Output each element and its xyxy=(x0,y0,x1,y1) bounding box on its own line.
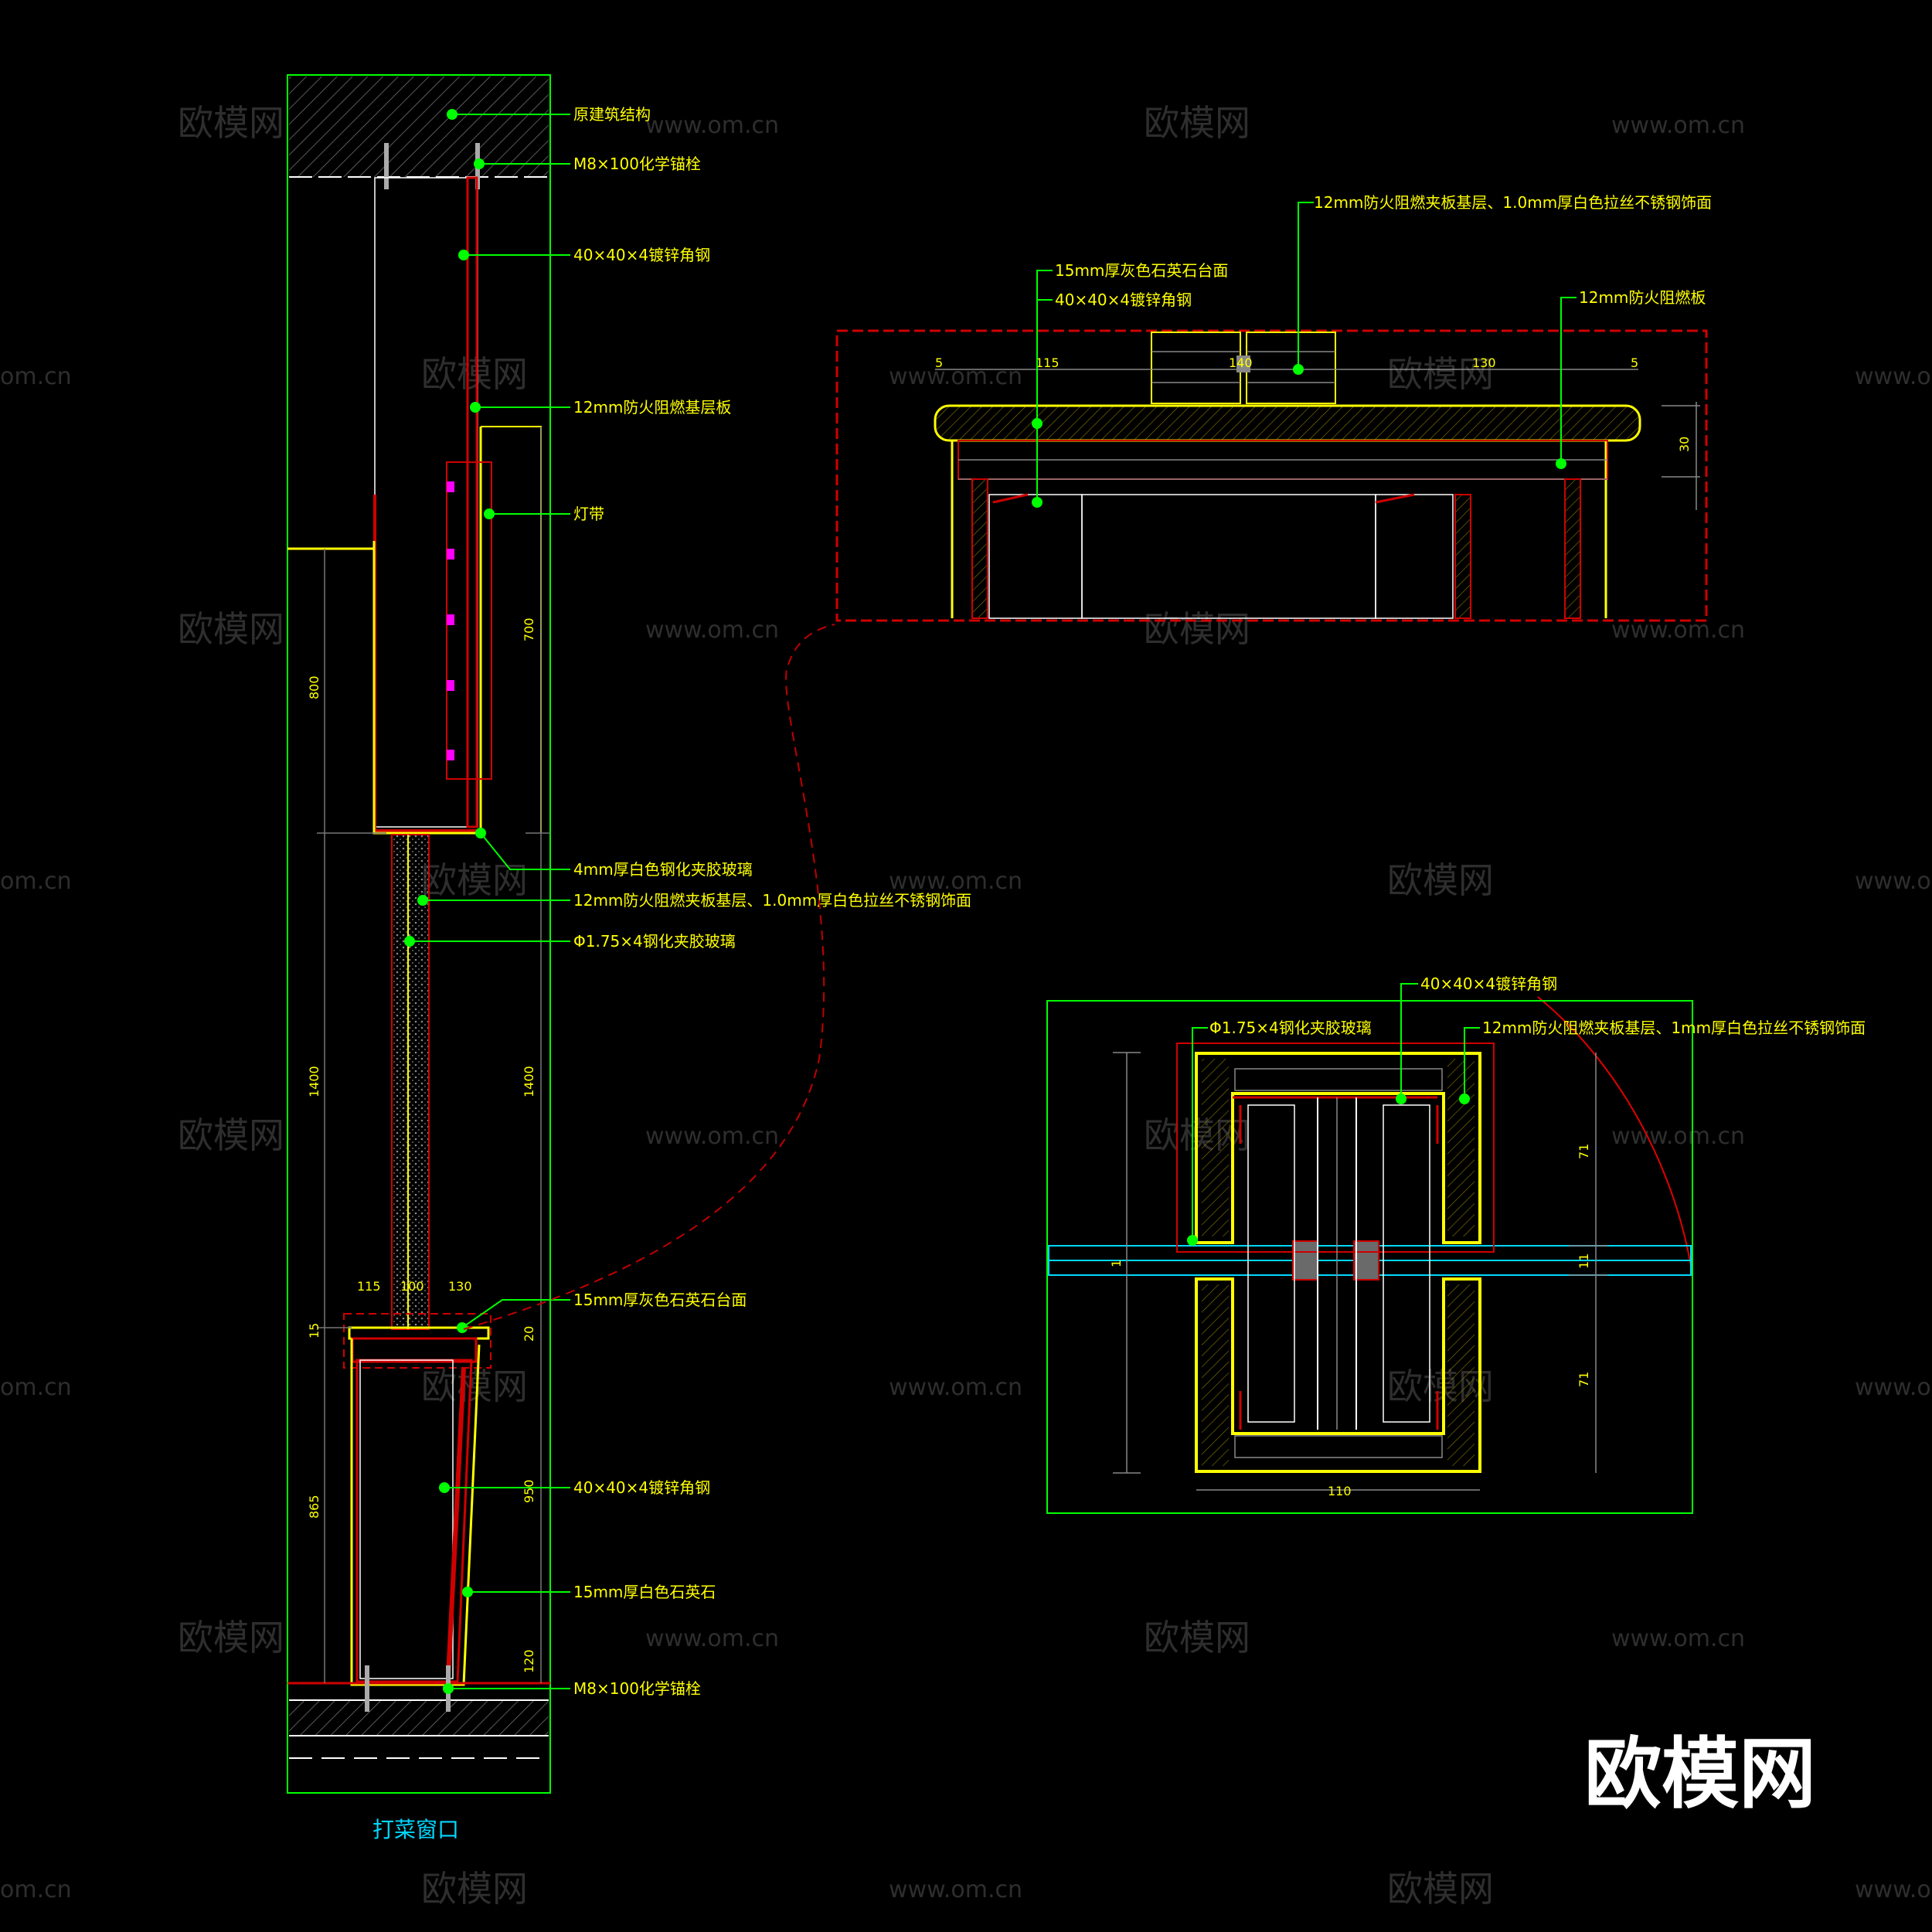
col-dim-upper: 71 xyxy=(1577,1144,1591,1159)
watermark-site: www.om.cn xyxy=(889,363,1022,390)
led xyxy=(447,549,454,560)
watermark-site: www.om.cn xyxy=(1855,363,1932,390)
label-anchor-bottom: M8×100化学锚栓 xyxy=(573,1679,701,1698)
watermark-brand: 欧模网 xyxy=(1387,859,1494,901)
watermark-site: www.om.cn xyxy=(1611,112,1745,139)
col-dim-glass: 11 xyxy=(1577,1253,1591,1269)
watermark-brand: 欧模网 xyxy=(421,1868,528,1910)
label-white-quartz: 15mm厚白色石英石 xyxy=(573,1583,716,1601)
dim-lower-left: 865 xyxy=(307,1495,321,1519)
dim-counter-h-left: 15 xyxy=(307,1323,321,1338)
col-dim-width: 110 xyxy=(1328,1484,1352,1498)
label-angle-steel-bottom: 40×40×4镀锌角钢 xyxy=(573,1478,710,1497)
col-dim-lower: 71 xyxy=(1577,1372,1591,1387)
watermark-site: www.om.cn xyxy=(1855,1374,1932,1401)
column-detail-frame xyxy=(1046,1000,1693,1514)
watermark-brand: 欧模网 xyxy=(421,353,528,395)
watermark-site: www.om.cn xyxy=(645,1625,779,1652)
floor-structure xyxy=(289,1700,549,1736)
watermark-brand: 欧模网 xyxy=(1144,608,1250,650)
col-label-angle-steel: 40×40×4镀锌角钢 xyxy=(1420,975,1557,993)
watermark-domain: om.cn xyxy=(0,1374,72,1401)
top-label-angle-steel: 40×40×4镀锌角钢 xyxy=(1055,291,1192,309)
dim-mid-right: 1400 xyxy=(522,1066,536,1097)
watermark-brand: 欧模网 xyxy=(1144,102,1250,144)
watermark-site: www.om.cn xyxy=(1611,617,1745,644)
watermark-site: www.om.cn xyxy=(889,1876,1022,1903)
dim-upper-left: 800 xyxy=(307,675,321,699)
label-laminated-glass: Φ1.75×4钢化夹胶玻璃 xyxy=(573,932,736,951)
watermark-brand: 欧模网 xyxy=(178,1114,284,1156)
watermark-brand: 欧模网 xyxy=(1387,353,1494,395)
top-dim-d: 130 xyxy=(1472,355,1496,370)
top-dim-a: 5 xyxy=(935,355,943,370)
dim-counter-h-right: 20 xyxy=(522,1326,536,1342)
watermark-brand: 欧模网 xyxy=(421,1366,528,1407)
top-dim-f: 30 xyxy=(1677,437,1692,452)
led xyxy=(447,680,454,691)
watermark-domain: om.cn xyxy=(0,363,72,390)
watermark-brand: 欧模网 xyxy=(1387,1868,1494,1910)
watermark-logo: 欧模网 xyxy=(1584,1729,1816,1819)
column-detail: 110 71 11 71 1 40×40×4镀锌角钢 Φ1.75×4钢化夹胶玻璃… xyxy=(1046,975,1866,1514)
col-label-glass: Φ1.75×4钢化夹胶玻璃 xyxy=(1209,1019,1372,1037)
watermark-brand: 欧模网 xyxy=(1144,1617,1250,1658)
label-steel-finish: 12mm防火阻燃夹板基层、1.0mm厚白色拉丝不锈钢饰面 xyxy=(573,891,971,910)
top-label-quartz: 15mm厚灰色石英石台面 xyxy=(1055,261,1228,280)
dim-mid-left: 1400 xyxy=(307,1066,321,1097)
label-angle-steel-top: 40×40×4镀锌角钢 xyxy=(573,246,710,264)
top-dim-e: 5 xyxy=(1631,355,1638,370)
detail-callout-arc xyxy=(1537,996,1693,1276)
watermark-site: www.om.cn xyxy=(1611,1123,1745,1150)
label-fireproof-board: 12mm防火阻燃基层板 xyxy=(573,398,731,417)
label-quartz-top: 15mm厚灰色石英石台面 xyxy=(573,1291,747,1309)
label-structure: 原建筑结构 xyxy=(573,105,651,124)
dim-counter-w1: 115 xyxy=(357,1279,381,1294)
top-label-steel-finish: 12mm防火阻燃夹板基层、1.0mm厚白色拉丝不锈钢饰面 xyxy=(1314,193,1712,212)
col-dim-total: 1 xyxy=(1109,1260,1124,1267)
watermark-layer: 欧模网 www.om.cn 欧模网 www.om.cn om.cn 欧模网 ww… xyxy=(0,102,1932,1910)
watermark-site: www.om.cn xyxy=(1611,1625,1745,1652)
counter-detail-frame xyxy=(835,329,1708,622)
label-tempered-glass: 4mm厚白色钢化夹胶玻璃 xyxy=(573,860,753,879)
dim-upper-right: 700 xyxy=(522,617,536,641)
watermark-domain: om.cn xyxy=(0,1876,72,1903)
glass-column xyxy=(391,834,430,1330)
watermark-site: www.om.cn xyxy=(889,868,1022,895)
watermark-domain: om.cn xyxy=(0,868,72,895)
section-view: 800 700 1400 1400 865 950 120 115 100 13… xyxy=(287,74,971,1842)
top-label-fireproof: 12mm防火阻燃板 xyxy=(1579,288,1706,307)
section-title: 打菜窗口 xyxy=(372,1817,459,1842)
label-light-strip: 灯带 xyxy=(573,505,604,523)
watermark-brand: 欧模网 xyxy=(1387,1366,1494,1407)
section-frame xyxy=(287,74,551,1794)
watermark-brand: 欧模网 xyxy=(421,859,528,901)
watermark-brand: 欧模网 xyxy=(178,608,284,650)
dim-bottom-right: 120 xyxy=(522,1649,536,1673)
top-dim-c: 140 xyxy=(1229,355,1253,370)
dim-counter-w2: 100 xyxy=(400,1279,424,1294)
watermark-brand: 欧模网 xyxy=(178,1617,284,1658)
watermark-site: www.om.cn xyxy=(645,1123,779,1150)
top-dim-b: 115 xyxy=(1036,355,1060,370)
counter-detail: 5 115 140 130 5 30 xyxy=(835,193,1712,622)
ceiling-structure xyxy=(289,77,549,177)
watermark-site: www.om.cn xyxy=(645,112,779,139)
watermark-site: www.om.cn xyxy=(889,1374,1022,1401)
led xyxy=(447,481,454,492)
led xyxy=(447,614,454,625)
led xyxy=(447,750,454,760)
watermark-site: www.om.cn xyxy=(645,617,779,644)
detail-callout-curve xyxy=(463,624,835,1330)
watermark-brand: 欧模网 xyxy=(178,102,284,144)
watermark-site: www.om.cn xyxy=(1855,1876,1932,1903)
col-label-steel-finish: 12mm防火阻燃夹板基层、1mm厚白色拉丝不锈钢饰面 xyxy=(1482,1019,1866,1037)
label-anchor-top: M8×100化学锚栓 xyxy=(573,155,701,173)
watermark-site: www.om.cn xyxy=(1855,868,1932,895)
dim-counter-w3: 130 xyxy=(448,1279,472,1294)
dim-lower-right: 950 xyxy=(522,1479,536,1503)
